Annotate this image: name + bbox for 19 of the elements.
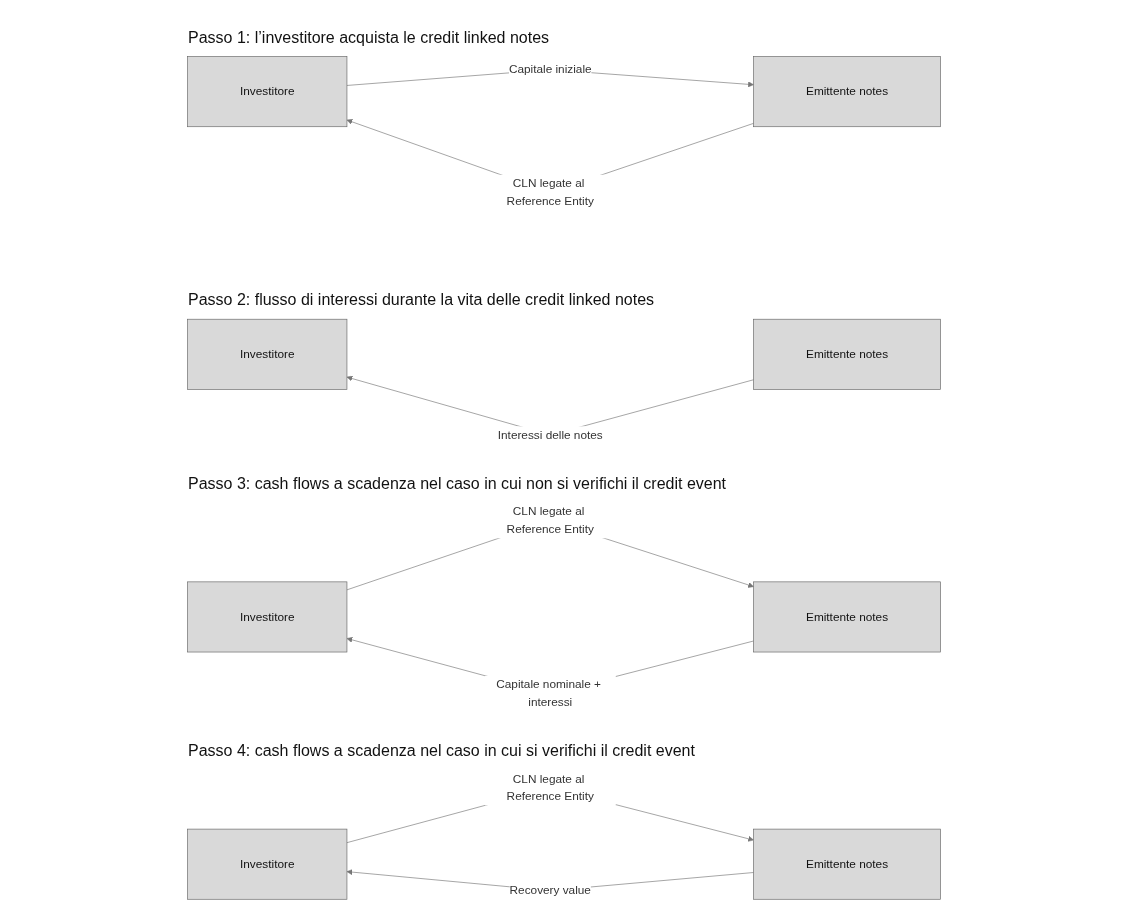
- node-box: Investitore: [187, 318, 348, 390]
- node-box: Investitore: [187, 56, 348, 128]
- step-heading: Passo 2: flusso di interessi durante la vita delle credit linked notes: [188, 291, 655, 310]
- node-box: Emittente notes: [753, 581, 942, 653]
- node-box: Investitore: [187, 581, 348, 653]
- edge-label: Recovery value: [510, 883, 592, 897]
- edge-label: CLN legate al Reference Entity: [507, 772, 595, 803]
- step-heading: Passo 1: l’investitore acquista le credit linked notes: [188, 28, 550, 47]
- edge-label: Capitale nominale + interessi: [496, 677, 602, 709]
- step-heading: Passo 3: cash flows a scadenza nel caso in cui non si verifichi il credit event: [188, 475, 727, 493]
- node-box: Emittente notes: [753, 828, 942, 900]
- edge-label: Capitale iniziale: [509, 62, 593, 76]
- edge-label: CLN legate al Reference Entity: [507, 504, 595, 536]
- node-box: Emittente notes: [753, 318, 942, 390]
- step-heading: Passo 4: cash flows a scadenza nel caso in cui si verifichi il credit event: [188, 742, 695, 761]
- edge-label: Interessi delle notes: [498, 428, 604, 442]
- node-box: Emittente notes: [753, 56, 942, 128]
- edge-label: CLN legate al Reference Entity: [507, 176, 595, 208]
- node-box: Investitore: [187, 828, 348, 900]
